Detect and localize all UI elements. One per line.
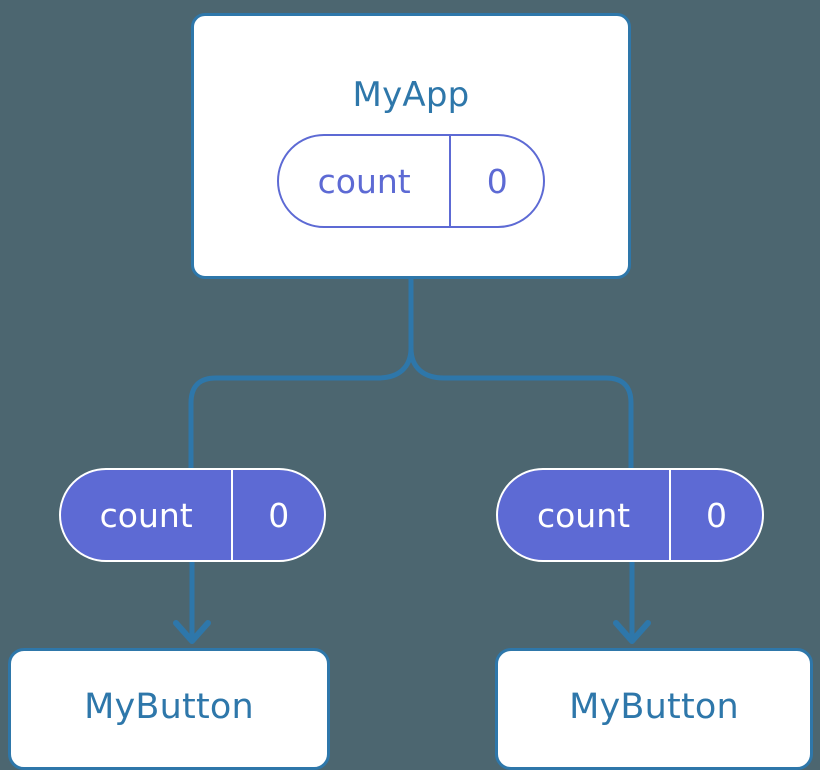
child-right-prop-value: 0 — [669, 470, 762, 560]
child-right-component-box[interactable]: MyButton — [495, 648, 813, 770]
child-left-prop-key: count — [99, 495, 193, 535]
child-left-prop-value: 0 — [231, 470, 324, 560]
child-right-prop-key: count — [536, 495, 631, 535]
connector-branch-right — [408, 345, 634, 473]
child-right-component-title: MyButton — [569, 687, 739, 727]
root-state-value: 0 — [449, 136, 543, 226]
connector-branch-left — [188, 345, 414, 473]
child-right-prop-capsule[interactable]: count 0 — [496, 468, 764, 562]
root-state-capsule[interactable]: count 0 — [277, 134, 545, 228]
child-left-prop-capsule[interactable]: count 0 — [59, 468, 326, 562]
child-left-component-title: MyButton — [84, 687, 254, 727]
arrow-head-left-icon — [173, 620, 211, 644]
child-left-component-box[interactable]: MyButton — [8, 648, 330, 770]
root-component-title: MyApp — [352, 75, 470, 115]
arrow-head-right-icon — [613, 620, 651, 644]
root-state-key: count — [317, 161, 411, 201]
